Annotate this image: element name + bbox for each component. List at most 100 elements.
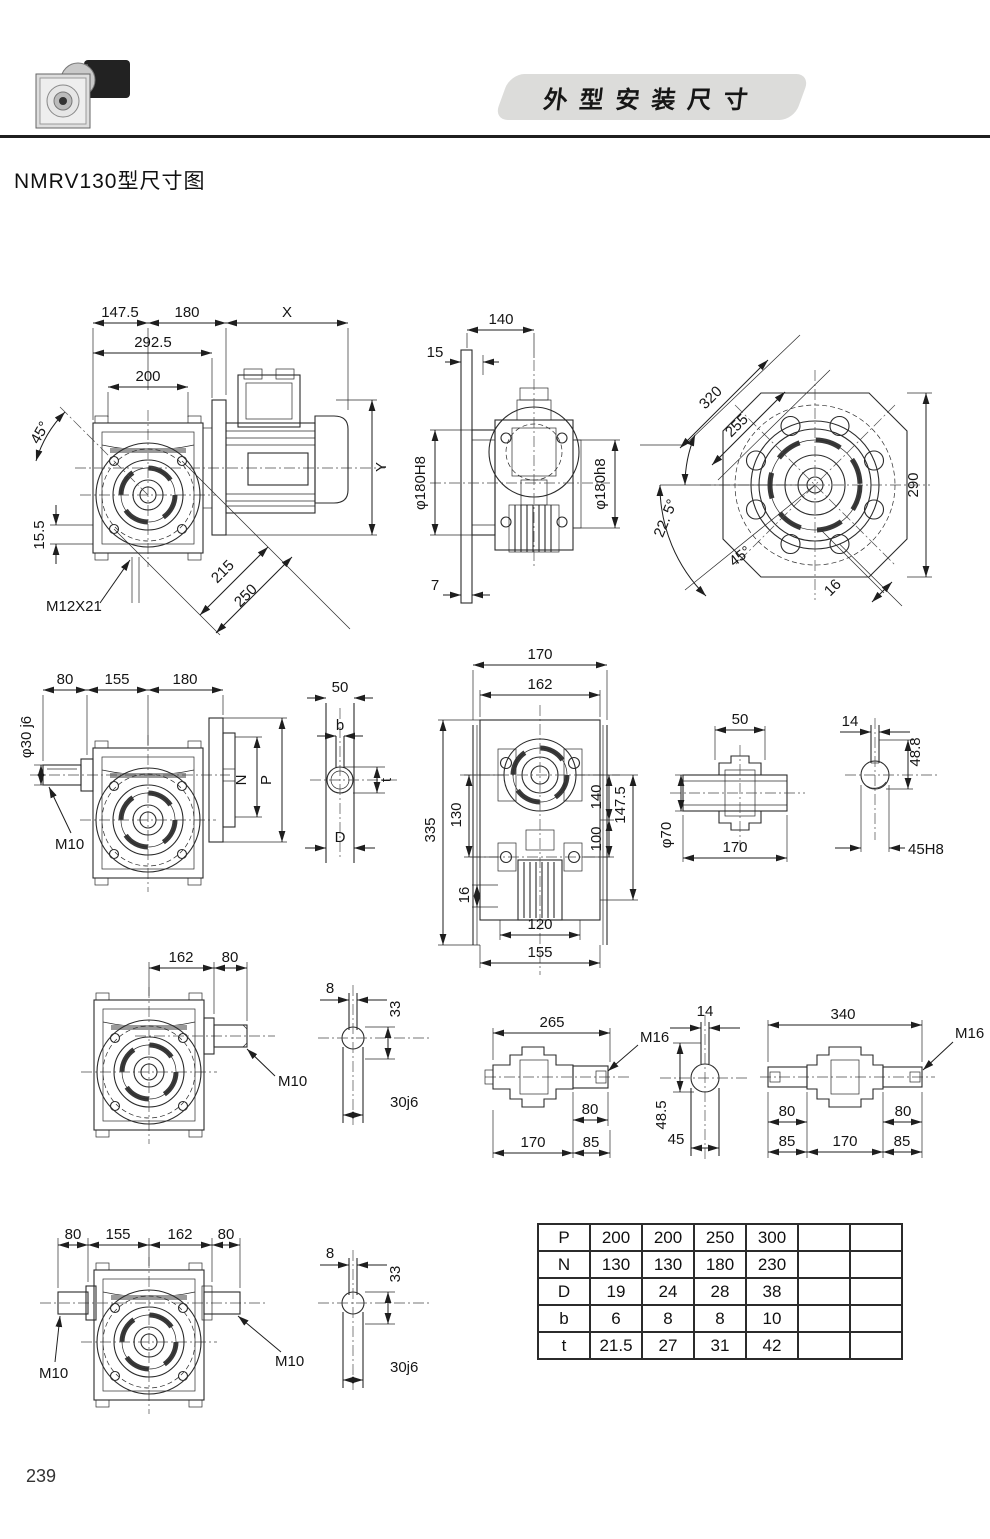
dim-label: 180 [172, 671, 197, 688]
dim-label: 85 [894, 1133, 911, 1150]
table-row: P 200 200 250 300 [537, 1223, 903, 1252]
dim-label: 22. 5° [651, 497, 682, 540]
line-art [438, 661, 638, 975]
dim-label: 16 [821, 576, 845, 600]
table-row: D 19 24 28 38 [537, 1277, 903, 1306]
table-cell: 250 [693, 1223, 747, 1252]
line-art [30, 686, 287, 892]
dim-label: 80 [222, 949, 239, 966]
line-art [660, 1015, 750, 1160]
line-art [640, 334, 932, 607]
table-row-label: b [537, 1304, 591, 1333]
table-cell: 200 [641, 1223, 695, 1252]
dim-label: 170 [722, 839, 747, 856]
table-row: b 6 8 8 10 [537, 1304, 903, 1333]
dim-label: 155 [527, 944, 552, 961]
dim-label: 140 [488, 311, 513, 328]
dim-label: 250 [231, 581, 261, 611]
table-cell: 8 [693, 1304, 747, 1333]
dim-label: 255 [722, 411, 752, 441]
dim-label: 48.8 [907, 737, 924, 766]
header-banner-title: 外型安装尺寸 [542, 86, 762, 114]
dim-label: 147.5 [612, 786, 629, 824]
line-art [81, 962, 276, 1144]
table-cell: 42 [745, 1331, 799, 1360]
table-cell: 24 [641, 1277, 695, 1306]
dim-label: φ180h8 [592, 458, 609, 509]
drawing-top-view: 170 162 335 130 140 147.5 100 16 120 155 [422, 646, 638, 975]
dim-label: 48.5 [653, 1100, 670, 1129]
table-cell [849, 1277, 903, 1306]
drawing-worm-shaft-single: 265 M16 80 170 85 [484, 1014, 669, 1158]
table-cell: 19 [589, 1277, 643, 1306]
drawing-key-section-45: 14 48.5 45 [653, 1003, 750, 1160]
table-cell: 130 [589, 1250, 643, 1279]
dim-label: 100 [588, 826, 605, 851]
dim-label: 290 [905, 472, 922, 497]
dim-label: M10 [275, 1353, 304, 1370]
dim-label: 7 [431, 577, 439, 594]
dim-label: X [282, 304, 292, 321]
dim-label: 50 [732, 711, 749, 728]
table-cell: 21.5 [589, 1331, 643, 1360]
dim-label: φ70 [658, 822, 675, 848]
table-cell [797, 1250, 851, 1279]
dim-label: 292.5 [134, 334, 172, 351]
table-row: t 21.5 27 31 42 [537, 1331, 903, 1360]
table-cell [849, 1250, 903, 1279]
table-cell: 300 [745, 1223, 799, 1252]
line-art [835, 718, 940, 852]
table-cell: 200 [589, 1223, 643, 1252]
dim-label: 45H8 [908, 841, 944, 858]
drawing-hollow-shaft: 50 φ70 170 [658, 711, 805, 862]
dim-label: 80 [582, 1101, 599, 1118]
drawing-bore-keyway-section: 14 48.8 45H8 [835, 713, 944, 858]
dim-label: 162 [527, 676, 552, 693]
dim-label: 155 [105, 1226, 130, 1243]
dim-label: 320 [696, 383, 726, 413]
dim-label: 33 [387, 1266, 404, 1283]
drawing-front-view-shaft-right: 162 80 M10 [85, 949, 307, 1180]
dim-label: 340 [830, 1006, 855, 1023]
dim-label: b [336, 717, 344, 734]
page-number: 239 [26, 1466, 57, 1486]
dim-label: 80 [895, 1103, 912, 1120]
dim-label: φ180H8 [412, 456, 429, 510]
dim-label: 14 [842, 713, 859, 730]
dim-label: N [233, 775, 250, 786]
table-cell [849, 1223, 903, 1252]
line-art [760, 1020, 954, 1158]
drawing-bore-section-btd: 50 b t D [305, 679, 400, 863]
dim-label: 15.5 [31, 520, 48, 549]
dim-label: 8 [326, 980, 334, 997]
table-cell [849, 1304, 903, 1333]
table-cell: 27 [641, 1331, 695, 1360]
line-art [430, 326, 620, 604]
table-cell: 6 [589, 1304, 643, 1333]
line-art [305, 694, 400, 863]
dim-label: 15 [427, 344, 444, 361]
line-art [484, 1028, 639, 1158]
drawing-front-view-input-shaft: 80 155 180 φ30 j6 M10 N P [18, 671, 287, 925]
drawing-worm-shaft-double: 340 M16 80 80 85 170 85 [760, 1006, 984, 1158]
drawing-front-view-double-shaft: 80 155 162 80 M10 M10 [39, 1226, 304, 1442]
dim-label: 265 [539, 1014, 564, 1031]
spec-table: P 200 200 250 300 N 130 130 180 230 D 19… [537, 1223, 903, 1360]
dim-label: D [335, 829, 346, 846]
line-art [318, 1250, 430, 1390]
dim-label: 170 [520, 1134, 545, 1151]
dim-label: 155 [104, 671, 129, 688]
dim-label: 16 [456, 887, 473, 904]
dim-label: 170 [832, 1133, 857, 1150]
dim-label: 120 [527, 916, 552, 933]
dim-label: 30j6 [390, 1359, 418, 1376]
dim-label: 200 [135, 368, 160, 385]
dim-label: M10 [39, 1365, 68, 1382]
table-cell [849, 1331, 903, 1360]
dim-label: 130 [448, 802, 465, 827]
dim-label: M10 [55, 836, 84, 853]
table-cell: 10 [745, 1304, 799, 1333]
drawing-front-view-with-motor: 147.5 180 X 292.5 200 45° 15.5 M12X21 21… [27, 304, 390, 636]
drawing-key-section-30j6: 8 33 30j6 [318, 980, 430, 1125]
